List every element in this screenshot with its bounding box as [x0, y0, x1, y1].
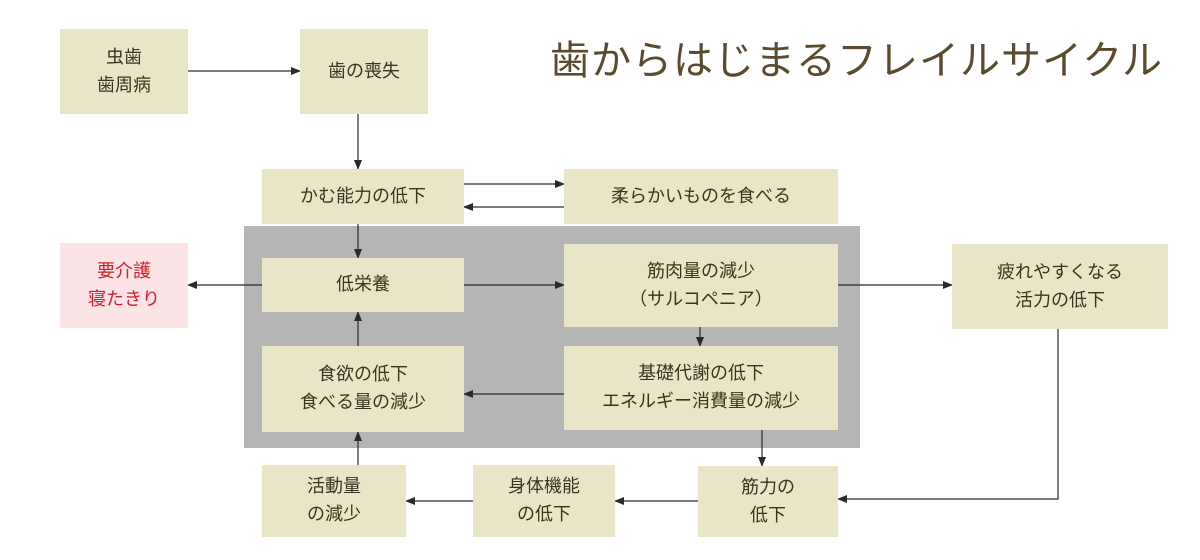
diagram-title: 歯からはじまるフレイルサイクル: [550, 38, 1163, 84]
node-metabolism-decline: 基礎代謝の低下 エネルギー消費量の減少: [564, 346, 838, 430]
node-tooth-loss: 歯の喪失: [300, 29, 428, 114]
node-strength-decline: 筋力の 低下: [698, 466, 838, 537]
node-care-needed: 要介護 寝たきり: [60, 243, 188, 328]
node-malnutrition: 低栄養: [262, 258, 464, 312]
node-physical-decline: 身体機能 の低下: [473, 465, 615, 537]
node-muscle-loss: 筋肉量の減少 （サルコペニア）: [564, 244, 838, 327]
node-chewing-decline: かむ能力の低下: [262, 169, 464, 224]
node-activity-decline: 活動量 の減少: [262, 465, 406, 537]
node-soft-food: 柔らかいものを食べる: [564, 169, 838, 224]
node-cavity: 虫歯 歯周病: [60, 29, 188, 114]
arrow-fatigue-to-strength: [837, 329, 1059, 503]
node-appetite-decline: 食欲の低下 食べる量の減少: [262, 346, 464, 432]
node-fatigue: 疲れやすくなる 活力の低下: [952, 244, 1168, 329]
